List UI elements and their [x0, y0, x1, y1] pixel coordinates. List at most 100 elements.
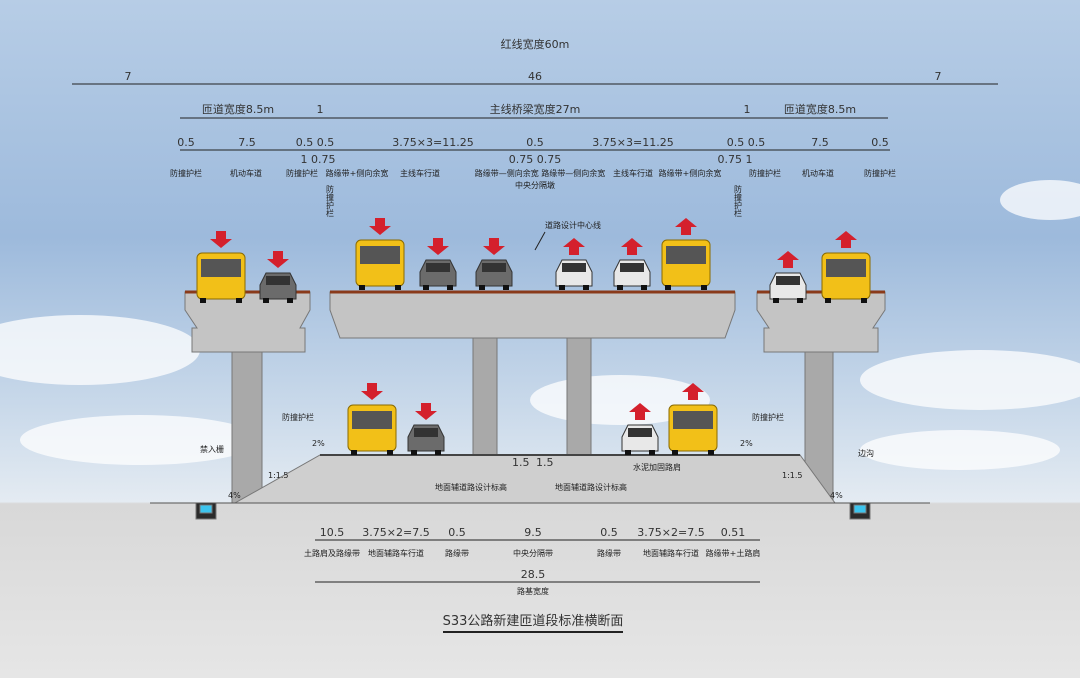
arrow-down-icon — [361, 383, 383, 400]
dim-text: 0.5 0.5 — [727, 136, 765, 149]
lane-label: 中央分隔带 — [513, 548, 553, 558]
arrow-up-icon — [621, 238, 643, 255]
dim-text: 46 — [528, 70, 542, 83]
dim-text: 0.51 — [721, 526, 746, 539]
car-icon — [259, 272, 297, 303]
shoulder-label: 水泥加固路肩 — [633, 462, 681, 472]
slope-label: 1:1.5 — [268, 471, 289, 480]
dim-text: 0.5 — [448, 526, 466, 539]
dim-text: 3.75×3=11.25 — [392, 136, 473, 149]
car-icon — [555, 259, 593, 290]
elevation-label: 地面辅道路设计标高 — [555, 482, 627, 492]
centerline-label: 道路设计中心线 — [545, 220, 601, 230]
total-width: 28.5 — [521, 568, 546, 581]
lane-label: 防撞护栏 — [749, 168, 781, 178]
annotations: 道路设计中心线 防撞护栏 防撞护栏 禁入栅 边沟 1:1.5 1:1.5 2% … — [200, 220, 874, 500]
lane-label: 地面辅路车行道 — [368, 548, 424, 558]
bus-icon — [196, 252, 246, 303]
arrow-down-icon — [210, 231, 232, 248]
lane-label: 路缘带—侧向余宽 路缘带—侧向余宽 — [475, 168, 606, 178]
lane-label: 主线车行道 — [613, 168, 653, 178]
dim-text: 10.5 — [320, 526, 345, 539]
lane-label: 防撞护栏 — [170, 168, 202, 178]
dim-text: 0.5 — [177, 136, 195, 149]
dim-text: 0.75 0.75 — [509, 153, 561, 166]
lane-label: 路缘带 — [597, 548, 621, 558]
top-dimensions: 红线宽度60m 7 46 7 匝道宽度8.5m 1 主线桥梁宽度27m 1 匝道… — [72, 37, 998, 218]
fence-label: 禁入栅 — [200, 444, 224, 454]
lane-label: 主线车行道 — [400, 168, 440, 178]
bus-icon — [668, 404, 718, 455]
gutter-pct: 4% — [830, 491, 843, 500]
dim-text: 1 0.75 — [301, 153, 336, 166]
vertical-label: 防撞护栏 — [734, 184, 743, 218]
dim-text: 7.5 — [811, 136, 829, 149]
dim-text: 9.5 — [524, 526, 542, 539]
dim-text: 1 — [317, 103, 324, 116]
arrow-up-icon — [563, 238, 585, 255]
lane-label: 机动车道 — [802, 168, 834, 178]
arrow-up-icon — [777, 251, 799, 268]
bus-icon — [355, 239, 405, 290]
lane-label: 机动车道 — [230, 168, 262, 178]
arrow-down-icon — [415, 403, 437, 420]
slope-label: 1:1.5 — [782, 471, 803, 480]
lane-label: 防撞护栏 — [864, 168, 896, 178]
ditch-label: 边沟 — [858, 448, 874, 458]
dim-text: 7 — [935, 70, 942, 83]
dim-text: 3.75×3=11.25 — [592, 136, 673, 149]
arrow-up-icon — [675, 218, 697, 235]
car-icon — [769, 272, 807, 303]
bus-icon — [661, 239, 711, 290]
dim-text: 0.75 1 — [718, 153, 753, 166]
bus-icon — [821, 252, 871, 303]
total-width-label: 路基宽度 — [517, 586, 549, 596]
arrow-up-icon — [629, 403, 651, 420]
lane-label: 路缘带+侧向余宽 — [659, 168, 722, 178]
bridge-structure — [150, 290, 930, 520]
guardrail-label: 防撞护栏 — [752, 412, 784, 422]
dim-text: 7.5 — [238, 136, 256, 149]
lane-label: 路缘带 — [445, 548, 469, 558]
dim-text: 7 — [125, 70, 132, 83]
slope-pct: 2% — [740, 439, 753, 448]
diagram-title: S33公路新建匝道段标准横断面 — [443, 613, 624, 629]
cross-slope: 1.5 — [536, 456, 554, 469]
vehicles — [196, 218, 871, 455]
arrow-up-icon — [835, 231, 857, 248]
lane-label: 路缘带+土路肩 — [706, 548, 761, 558]
dim-text: 匝道宽度8.5m — [784, 102, 856, 116]
arrow-up-icon — [682, 383, 704, 400]
arrow-down-icon — [369, 218, 391, 235]
bus-icon — [347, 404, 397, 455]
arrow-down-icon — [483, 238, 505, 255]
bottom-dimensions: 10.5土路肩及路缘带3.75×2=7.5地面辅路车行道0.5路缘带9.5中央分… — [304, 526, 761, 633]
dim-text: 3.75×2=7.5 — [637, 526, 704, 539]
label: 中央分隔墩 — [515, 180, 555, 190]
car-icon — [613, 259, 651, 290]
car-icon — [407, 424, 445, 455]
lane-label: 路缘带+侧向余宽 — [326, 168, 389, 178]
dim-text: 0.5 0.5 — [296, 136, 334, 149]
dim-text: 0.5 — [871, 136, 889, 149]
dim-text: 1 — [744, 103, 751, 116]
dim-text: 匝道宽度8.5m — [202, 102, 274, 116]
dim-text: 0.5 — [526, 136, 544, 149]
gutter-pct: 4% — [228, 491, 241, 500]
arrow-down-icon — [267, 251, 289, 268]
car-icon — [475, 259, 513, 290]
dim-text: 0.5 — [600, 526, 618, 539]
car-icon — [419, 259, 457, 290]
guardrail-label: 防撞护栏 — [282, 412, 314, 422]
red-line-width-label: 红线宽度60m — [501, 37, 570, 51]
lane-label: 土路肩及路缘带 — [304, 548, 360, 558]
vertical-label: 防撞护栏 — [326, 184, 335, 218]
lane-label: 防撞护栏 — [286, 168, 318, 178]
dim-text: 3.75×2=7.5 — [362, 526, 429, 539]
cross-slope: 1.5 — [512, 456, 530, 469]
lane-label: 地面辅路车行道 — [643, 548, 699, 558]
slope-pct: 2% — [312, 439, 325, 448]
elevation-label: 地面辅道路设计标高 — [435, 482, 507, 492]
